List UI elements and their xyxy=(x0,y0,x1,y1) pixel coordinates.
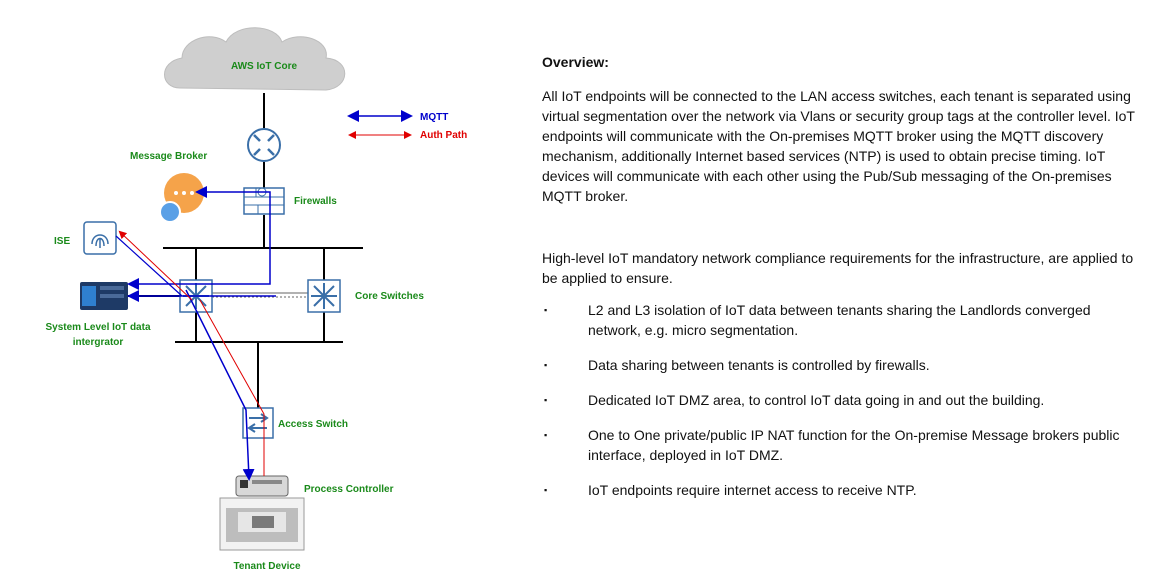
overview-body: All IoT endpoints will be connected to t… xyxy=(542,88,1135,204)
bullet-icon: ▪ xyxy=(544,395,548,405)
tenant-device-label: Tenant Device xyxy=(233,561,300,572)
aws-label: AWS IoT Core xyxy=(231,61,298,72)
process-controller-label: Process Controller xyxy=(304,484,394,495)
auth-path-controller-core xyxy=(199,299,265,476)
bullet-icon: ▪ xyxy=(544,485,548,495)
router-icon xyxy=(247,128,281,162)
core-switches-label: Core Switches xyxy=(355,291,424,302)
compliance-intro: High-level IoT mandatory network complia… xyxy=(542,250,1134,286)
auth-path-core-ise xyxy=(118,230,193,301)
aws-cloud-icon xyxy=(164,27,346,91)
integrator-label-line1: System Level IoT data xyxy=(45,322,150,333)
bullet-icon: ▪ xyxy=(544,360,548,370)
list-item: ▪One to One private/public IP NAT functi… xyxy=(544,427,1120,463)
ise-fingerprint-icon xyxy=(83,221,117,255)
message-broker-icon xyxy=(159,173,204,223)
list-item: ▪IoT endpoints require internet access t… xyxy=(544,482,917,498)
firewalls-label: Firewalls xyxy=(294,196,337,207)
tenant-device-image xyxy=(219,497,305,551)
description-panel: Overview: All IoT endpoints will be conn… xyxy=(542,52,1142,515)
list-item: ▪Data sharing between tenants is control… xyxy=(544,357,930,373)
list-item: ▪Dedicated IoT DMZ area, to control IoT … xyxy=(544,392,1045,408)
message-broker-label: Message Broker xyxy=(130,151,207,162)
access-switch-icon xyxy=(242,407,274,439)
iot-integrator-icon xyxy=(80,282,128,310)
access-switch-label: Access Switch xyxy=(278,419,348,430)
overview-title: Overview: xyxy=(542,54,609,70)
auth-path-ise-blue xyxy=(115,235,183,297)
legend-mqtt-label: MQTT xyxy=(420,112,448,123)
bullet-icon: ▪ xyxy=(544,430,548,440)
mqtt-path-core-controller xyxy=(185,289,255,481)
requirements-list: ▪L2 and L3 isolation of IoT data between… xyxy=(542,300,1142,500)
process-controller-icon xyxy=(235,475,289,497)
list-item: ▪L2 and L3 isolation of IoT data between… xyxy=(544,302,1091,338)
ise-label: ISE xyxy=(54,236,70,247)
integrator-label-line2: intergrator xyxy=(73,337,124,348)
bullet-icon: ▪ xyxy=(544,305,548,315)
core-switch-2-icon xyxy=(307,279,341,313)
mqtt-path-broker-integrator xyxy=(127,186,271,290)
legend-auth-label: Auth Path xyxy=(420,130,467,141)
network-diagram: AWS IoT Core MQTT Auth Path Message Brok… xyxy=(45,27,467,572)
